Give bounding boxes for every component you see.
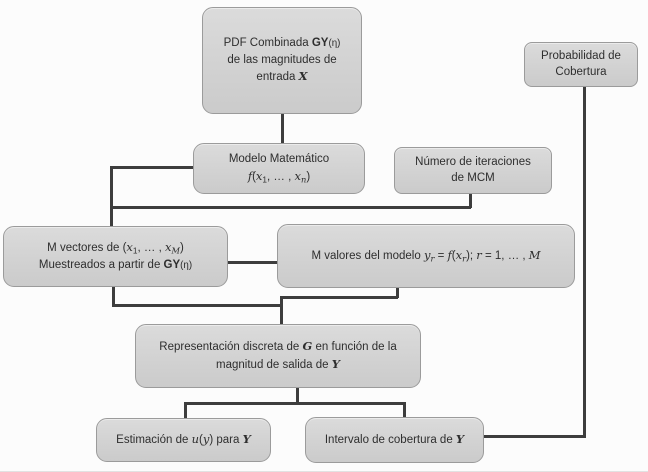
connector-representacion-down [296,388,299,404]
connector-estimacion-stub [184,402,187,419]
connector-probabilidad-vertical [583,86,586,438]
node-intervalo-cobertura: Intervalo de cobertura de Y [305,417,484,463]
connector-mvec-down [112,287,115,306]
node-m-vectores: M vectores de (x1, … , xM)Muestreados a … [3,226,228,287]
node-representacion-discreta: Representación discreta de G en función … [135,324,421,388]
connector-num-stub [469,193,472,208]
connector-intervalo-stub [403,402,406,418]
connector-probabilidad-horizontal [484,435,585,438]
connector-left-vertical [110,166,113,227]
connector-mid-horizontal [110,206,471,209]
node-estimacion-u: Estimación de u(y) para Y [96,418,271,462]
connector-pdf-to-modelo [281,114,284,144]
connector-bottom-horizontal [184,402,406,405]
connector-modelo-left [110,166,194,169]
connector-mval-down [396,288,399,298]
connector-mvec-to-mval [228,261,278,264]
connector-h-lower-right [280,296,398,299]
node-m-valores: M valores del modelo yr = f(xr); r = 1, … [277,224,575,288]
connector-into-representacion [280,296,283,324]
connector-h-lower-left [112,304,282,307]
